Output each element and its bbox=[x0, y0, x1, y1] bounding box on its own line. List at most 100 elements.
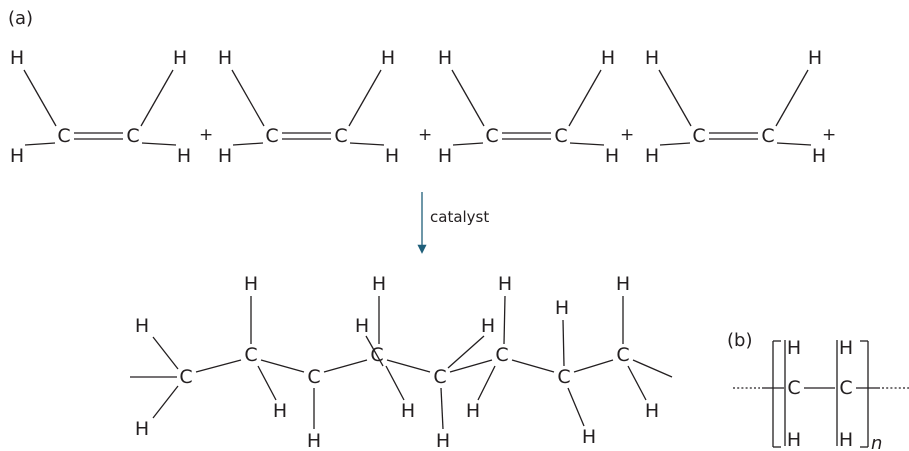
hydrogen-atom: H bbox=[355, 315, 369, 337]
backbone-bond bbox=[449, 359, 493, 373]
backbone-bond bbox=[195, 359, 242, 373]
carbon-atom: C bbox=[433, 366, 446, 388]
single-bond bbox=[568, 69, 602, 127]
hydrogen-atom: H bbox=[481, 315, 495, 337]
hydrogen-atom: H bbox=[381, 47, 395, 69]
hydrogen-atom: H bbox=[582, 426, 596, 448]
plus-sign: + bbox=[620, 125, 634, 145]
single-bond bbox=[231, 69, 265, 127]
single-bond bbox=[562, 319, 565, 367]
carbon-atom: C bbox=[57, 125, 70, 147]
hydrogen-atom: H bbox=[244, 273, 258, 295]
single-bond bbox=[385, 365, 405, 401]
single-bond bbox=[567, 387, 585, 427]
carbon-atom: C bbox=[787, 377, 800, 399]
hydrogen-atom: H bbox=[787, 337, 801, 359]
single-bond bbox=[24, 142, 56, 146]
single-bond bbox=[152, 385, 179, 419]
hydrogen-atom: H bbox=[273, 400, 287, 422]
carbon-atom: C bbox=[334, 125, 347, 147]
hydrogen-atom: H bbox=[135, 315, 149, 337]
hydrogen-atom: H bbox=[645, 145, 659, 167]
carbon-atom: C bbox=[495, 344, 508, 366]
hydrogen-atom: H bbox=[438, 47, 452, 69]
hydrogen-atom: H bbox=[401, 400, 415, 422]
backbone-bond bbox=[323, 359, 368, 373]
plus-sign: + bbox=[199, 125, 213, 145]
part-a-label: (a) bbox=[8, 8, 33, 29]
backbone-bond bbox=[260, 359, 305, 373]
hydrogen-atom: H bbox=[385, 145, 399, 167]
carbon-atom: C bbox=[126, 125, 139, 147]
carbon-atom: C bbox=[557, 366, 570, 388]
single-bond bbox=[569, 142, 605, 146]
single-bond bbox=[348, 69, 382, 127]
hydrogen-atom: H bbox=[307, 430, 321, 451]
carbon-atom: C bbox=[692, 125, 705, 147]
hydrogen-atom: H bbox=[173, 47, 187, 69]
single-bond bbox=[140, 69, 174, 127]
hydrogen-atom: H bbox=[839, 337, 853, 359]
single-bond bbox=[365, 335, 384, 367]
single-bond bbox=[349, 142, 385, 146]
carbon-atom: C bbox=[265, 125, 278, 147]
hydrogen-atom: H bbox=[10, 47, 24, 69]
backbone-bond bbox=[573, 359, 614, 373]
carbon-atom: C bbox=[179, 366, 192, 388]
single-bond bbox=[658, 69, 692, 127]
hydrogen-atom: H bbox=[839, 429, 853, 451]
hydrogen-atom: H bbox=[372, 273, 386, 295]
hydrogen-atom: H bbox=[601, 47, 615, 69]
catalyst-label: catalyst bbox=[430, 208, 489, 226]
carbon-atom: C bbox=[554, 125, 567, 147]
single-bond bbox=[152, 336, 179, 370]
chain-end-bond bbox=[632, 359, 673, 378]
hydrogen-atom: H bbox=[466, 400, 480, 422]
single-bond bbox=[452, 142, 484, 146]
carbon-atom: C bbox=[307, 366, 320, 388]
hydrogen-atom: H bbox=[135, 418, 149, 440]
carbon-atom: C bbox=[616, 344, 629, 366]
hydrogen-atom: H bbox=[218, 145, 232, 167]
hydrogen-atom: H bbox=[808, 47, 822, 69]
carbon-atom: C bbox=[839, 377, 852, 399]
carbon-atom: C bbox=[761, 125, 774, 147]
plus-sign: + bbox=[418, 125, 432, 145]
subscript-n: n bbox=[871, 433, 882, 451]
single-bond bbox=[659, 142, 691, 146]
hydrogen-atom: H bbox=[218, 47, 232, 69]
single-bond bbox=[503, 295, 506, 345]
hydrogen-atom: H bbox=[555, 297, 569, 319]
hydrogen-atom: H bbox=[616, 273, 630, 295]
hydrogen-atom: H bbox=[787, 429, 801, 451]
hydrogen-atom: H bbox=[436, 430, 450, 451]
single-bond bbox=[477, 365, 496, 401]
single-bond bbox=[451, 69, 485, 127]
hydrogen-atom: H bbox=[605, 145, 619, 167]
hydrogen-atom: H bbox=[645, 400, 659, 422]
hydrogen-atom: H bbox=[498, 273, 512, 295]
single-bond bbox=[627, 365, 647, 401]
part-b-label: (b) bbox=[727, 330, 752, 351]
single-bond bbox=[232, 142, 264, 146]
hydrogen-atom: H bbox=[177, 145, 191, 167]
plus-signs: + + + + bbox=[199, 125, 836, 145]
plus-sign: + bbox=[822, 125, 836, 145]
reaction-arrow: catalyst bbox=[417, 192, 489, 254]
single-bond bbox=[447, 335, 485, 369]
carbon-atom: C bbox=[485, 125, 498, 147]
hydrogen-atom: H bbox=[438, 145, 452, 167]
single-bond bbox=[440, 387, 444, 430]
single-bond bbox=[257, 365, 277, 401]
single-bond bbox=[141, 142, 177, 146]
backbone-bond bbox=[511, 359, 555, 373]
backbone-bond bbox=[386, 359, 431, 373]
hydrogen-atom: H bbox=[812, 145, 826, 167]
single-bond bbox=[23, 69, 57, 127]
hydrogen-atom: H bbox=[10, 145, 24, 167]
carbon-atom: C bbox=[244, 344, 257, 366]
